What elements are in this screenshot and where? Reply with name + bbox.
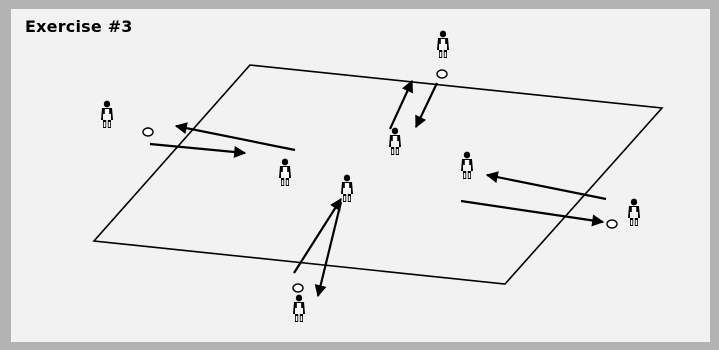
square-field xyxy=(92,64,664,285)
drill-diagram xyxy=(92,30,664,322)
player-figure xyxy=(341,174,353,202)
pass-arrow xyxy=(460,199,605,227)
diagram-panel: Exercise #3 xyxy=(11,9,710,342)
player-figure xyxy=(293,294,305,322)
ball xyxy=(606,219,618,229)
pass-arrow xyxy=(293,197,342,274)
ball xyxy=(292,283,304,293)
pass-arrow xyxy=(149,142,247,158)
player-figure xyxy=(389,127,401,155)
exercise-title: Exercise #3 xyxy=(25,17,133,36)
pass-arrow xyxy=(415,82,438,129)
ball xyxy=(142,127,154,137)
pass-arrow xyxy=(174,122,296,152)
player-figure xyxy=(437,30,449,58)
pass-arrow xyxy=(389,79,413,130)
player-figure xyxy=(628,198,640,226)
pass-arrow xyxy=(485,171,607,201)
ball xyxy=(436,69,448,79)
player-figure xyxy=(101,100,113,128)
pass-arrow xyxy=(314,201,343,298)
player-figure xyxy=(461,151,473,179)
player-figure xyxy=(279,158,291,186)
